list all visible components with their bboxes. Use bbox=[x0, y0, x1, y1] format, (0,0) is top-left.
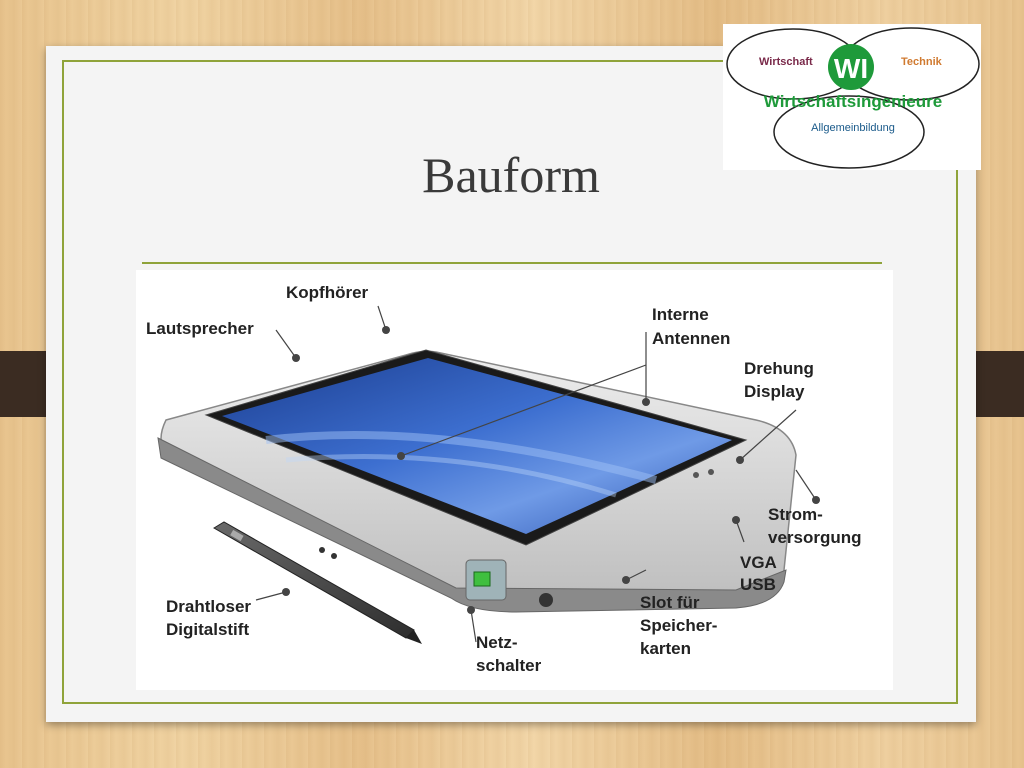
logo-center-mark: WI bbox=[834, 53, 868, 84]
tablet-diagram: Kopfhörer Lautsprecher Interne Antennen … bbox=[136, 270, 893, 690]
slide-frame bbox=[62, 60, 958, 704]
label-netz-2: schalter bbox=[476, 656, 542, 675]
label-stift-2: Digitalstift bbox=[166, 620, 249, 639]
label-kopfhoerer: Kopfhörer bbox=[286, 283, 369, 302]
label-drehung-2: Display bbox=[744, 382, 805, 401]
label-drehung-1: Drehung bbox=[744, 359, 814, 378]
leader-dots bbox=[282, 326, 820, 614]
logo-main-label: Wirtschaftsingenieure bbox=[764, 92, 942, 111]
power-switch bbox=[473, 571, 491, 587]
label-vga: VGA bbox=[740, 553, 777, 572]
leader-lines bbox=[255, 305, 817, 643]
title-rule bbox=[142, 262, 882, 264]
label-stift-1: Drahtloser bbox=[166, 597, 251, 616]
label-slot-2: Speicher- bbox=[640, 616, 717, 635]
digital-pen bbox=[213, 521, 422, 644]
label-slot-1: Slot für bbox=[640, 593, 700, 612]
logo-bottom-ellipse bbox=[773, 95, 925, 169]
logo-left-label: Wirtschaft bbox=[759, 56, 813, 68]
label-lautsprecher: Lautsprecher bbox=[146, 319, 254, 338]
logo-bottom-label: Allgemeinbildung bbox=[811, 122, 895, 134]
label-slot-3: karten bbox=[640, 639, 691, 658]
label-strom-2: versorgung bbox=[768, 528, 862, 547]
logo-right-label: Technik bbox=[901, 56, 943, 68]
wi-logo: WI Wirtschaft Technik Wirtschaftsingenie… bbox=[723, 24, 981, 170]
label-antennen-1: Interne bbox=[652, 305, 709, 324]
slide-title: Bauform bbox=[422, 147, 600, 203]
label-netz-1: Netz- bbox=[476, 633, 518, 652]
label-usb: USB bbox=[740, 575, 776, 594]
logo-green-circle bbox=[828, 44, 874, 90]
power-jack bbox=[539, 593, 553, 607]
label-strom-1: Strom- bbox=[768, 505, 823, 524]
label-antennen-2: Antennen bbox=[652, 329, 730, 348]
